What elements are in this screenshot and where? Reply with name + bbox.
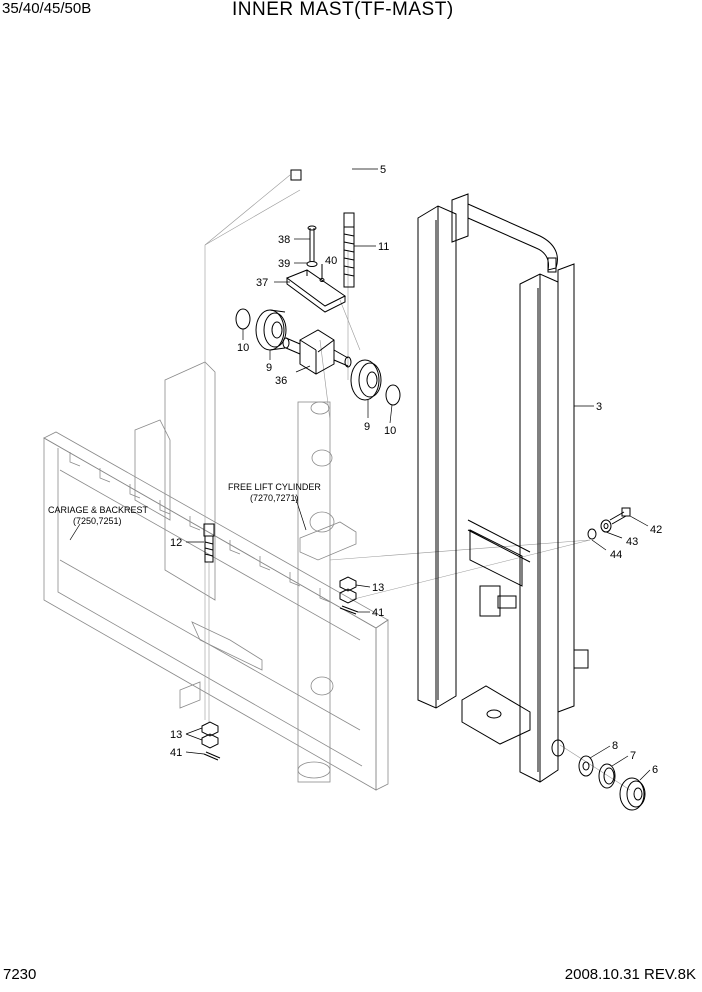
callout-39: 39 — [278, 258, 290, 270]
nuts-pins-lower — [201, 721, 221, 761]
callout-38: 38 — [278, 234, 290, 246]
callout-41-lower: 41 — [170, 747, 182, 759]
chain-part — [290, 128, 352, 201]
callout-3: 3 — [596, 401, 602, 413]
callout-7: 7 — [630, 750, 636, 762]
callout-11: 11 — [378, 241, 389, 253]
bracket-plate — [285, 269, 346, 313]
callout-13-upper: 13 — [372, 582, 384, 594]
callout-42: 42 — [650, 524, 662, 536]
callout-41-upper: 41 — [372, 607, 384, 619]
bolt-washer-pin — [306, 225, 325, 282]
page-title: INNER MAST(TF-MAST) — [232, 0, 454, 20]
callout-numbers: 5 11 38 39 40 37 10 9 36 9 10 3 12 13 41… — [170, 164, 662, 776]
callout-6: 6 — [652, 764, 658, 776]
long-anchor-bolt — [203, 523, 215, 722]
callout-40: 40 — [325, 255, 337, 267]
roller-washers-bottom — [578, 755, 646, 811]
callout-12: 12 — [170, 537, 182, 549]
callout-36: 36 — [275, 375, 287, 387]
callout-8: 8 — [612, 740, 618, 752]
callout-5: 5 — [380, 164, 386, 176]
callout-10-left: 10 — [237, 342, 249, 354]
assembly-guide-lines — [204, 174, 631, 791]
revision-date: 2008.10.31 REV.8K — [564, 966, 696, 983]
roller-assembly-right — [350, 359, 401, 406]
cylinder-label: FREE LIFT CYLINDER — [228, 482, 321, 492]
model-number: 35/40/45/50B — [2, 0, 92, 17]
carriage-label: CARIAGE & BACKREST — [48, 505, 149, 515]
nuts-pins-upper — [339, 576, 359, 615]
callout-37: 37 — [256, 277, 268, 289]
callout-44: 44 — [610, 549, 622, 561]
callout-9-right: 9 — [364, 421, 370, 433]
free-lift-cylinder-outline — [297, 401, 357, 783]
callout-10-right: 10 — [384, 425, 396, 437]
reference-labels: CARIAGE & BACKREST (7250,7251) FREE LIFT… — [48, 482, 321, 526]
callout-43: 43 — [626, 536, 638, 548]
carriage-ref: (7250,7251) — [73, 516, 122, 526]
callout-9-left: 9 — [266, 362, 272, 374]
carriage-backrest-outline — [43, 361, 389, 791]
cylinder-ref: (7270,7271) — [250, 493, 299, 503]
bolt-washers-right — [587, 507, 631, 540]
leader-lines — [69, 168, 651, 781]
shaft-block — [282, 329, 352, 375]
inner-mast — [417, 193, 589, 783]
chain-anchor-bolt — [343, 212, 355, 288]
callout-13-lower: 13 — [170, 729, 182, 741]
page-number: 7230 — [3, 966, 37, 983]
